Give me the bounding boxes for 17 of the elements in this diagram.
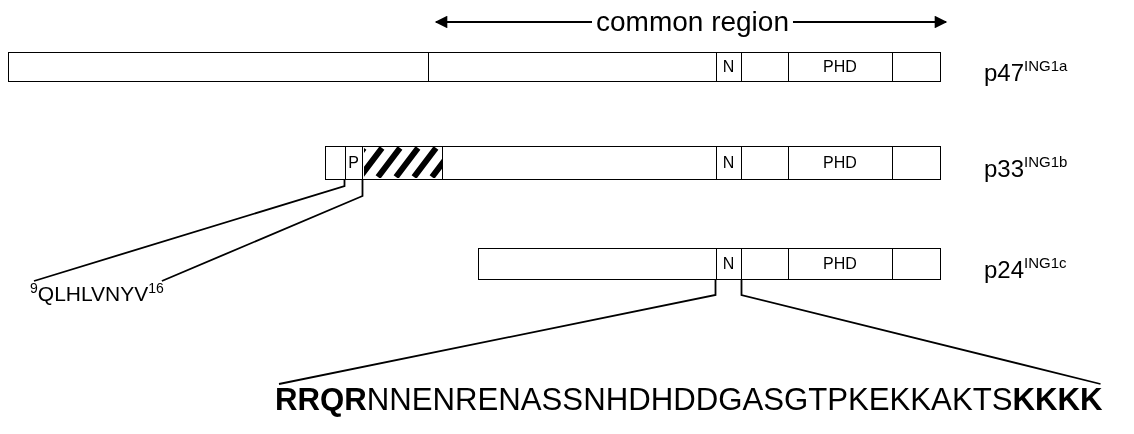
- leader-line: [161, 178, 364, 282]
- leader-line: [740, 278, 1102, 385]
- isoform-label: p47$^{ING1a}$: [984, 58, 1068, 85]
- domain-segment: N: [715, 249, 742, 279]
- region-label: common region: [596, 8, 789, 36]
- isoform-label: p24$^{ING1c}$: [984, 255, 1067, 282]
- sequence-label: $^{9}$QLHLVNYV$^{16}$: [30, 281, 164, 304]
- isoform-label: p33$^{ING1b}$: [984, 154, 1068, 181]
- leader-line: [278, 278, 717, 385]
- domain-segment: N: [715, 147, 742, 179]
- domain-segment: P: [344, 147, 363, 179]
- domain-segment: PHD: [787, 53, 893, 81]
- domain-segment: PHD: [787, 147, 893, 179]
- sequence-label: RRQRNNENRENASSNHDHDDGASGTPKEKKAKTSKKKK: [275, 384, 1103, 416]
- leader-line: [33, 178, 346, 282]
- domain-segment: PHD: [787, 249, 893, 279]
- domain-segment: N: [715, 53, 742, 81]
